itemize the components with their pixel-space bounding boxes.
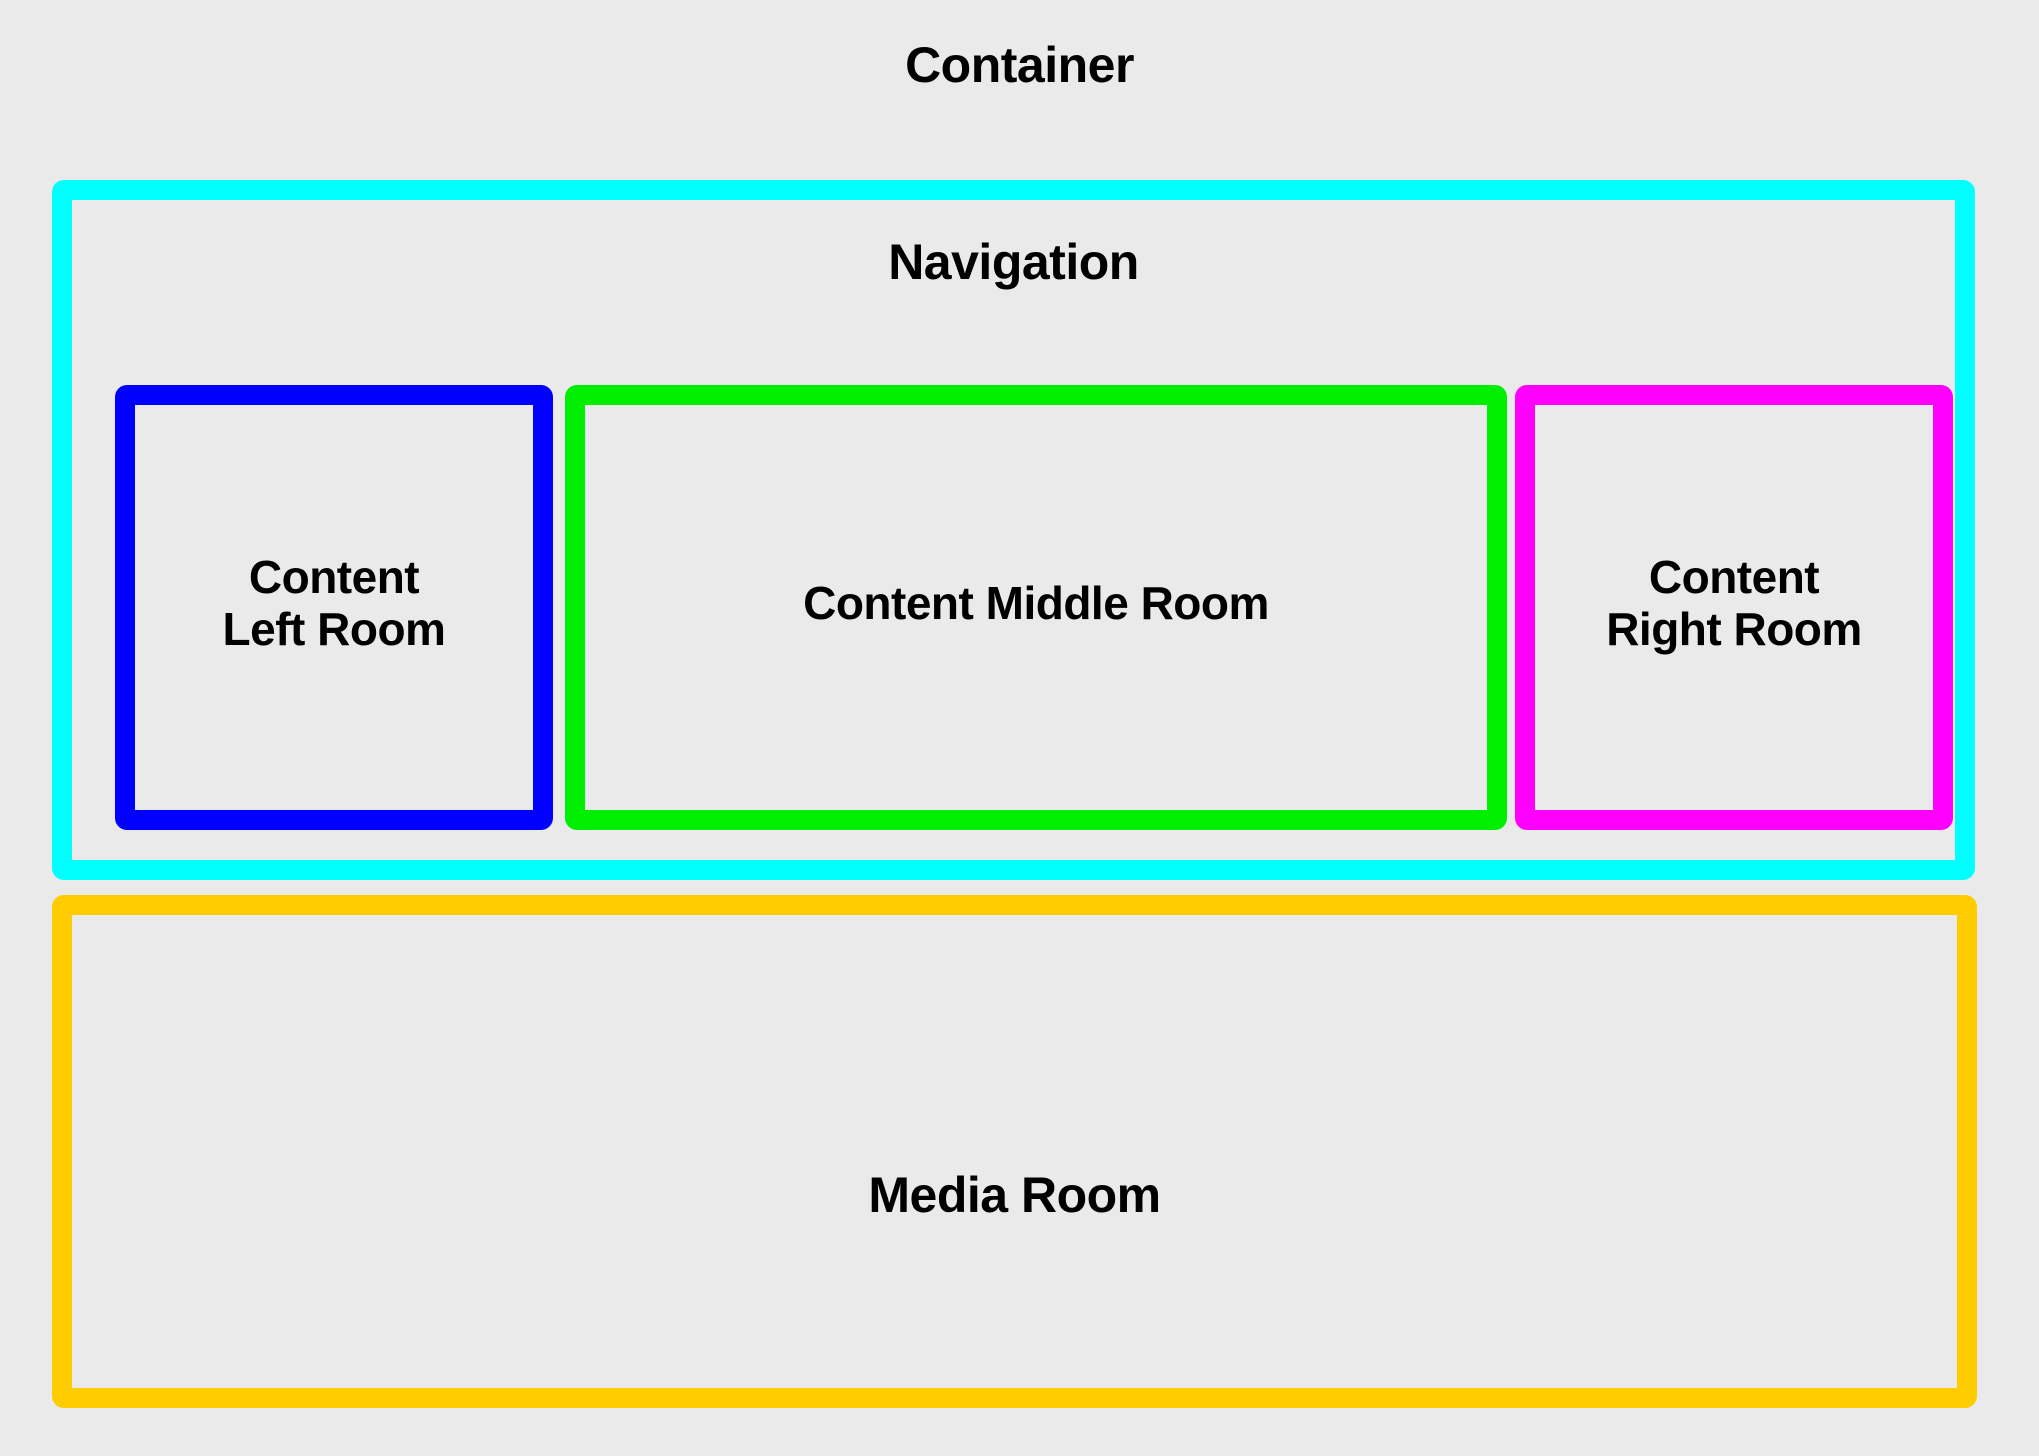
content-left-room: Content Left Room [115, 385, 553, 830]
navigation-title: Navigation [888, 234, 1139, 290]
content-row: Content Left Room Content Middle Room Co… [115, 385, 1953, 830]
navigation-section: Navigation Content Left Room Content Mid… [52, 180, 1975, 880]
content-middle-room: Content Middle Room [565, 385, 1507, 830]
content-right-room: Content Right Room [1515, 385, 1953, 830]
page-title: Container [905, 37, 1134, 93]
media-room-title: Media Room [868, 1167, 1161, 1223]
content-left-room-label: Content Left Room [222, 550, 446, 655]
content-middle-room-label: Content Middle Room [803, 576, 1269, 629]
content-right-room-label: Content Right Room [1606, 550, 1862, 655]
media-room-section: Media Room [52, 895, 1977, 1408]
